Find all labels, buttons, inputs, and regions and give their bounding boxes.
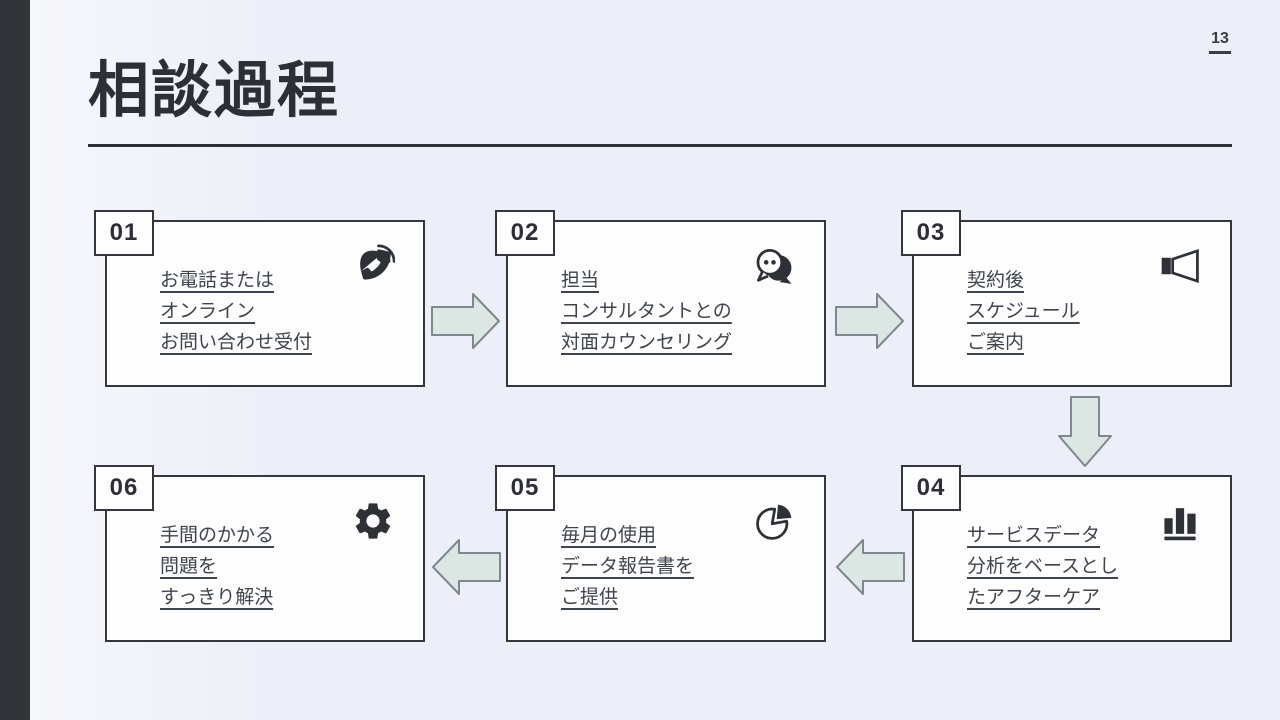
step-text: 契約後 スケジュール ご案内	[967, 265, 1216, 358]
step-text-line: お電話または	[160, 270, 275, 291]
step-number-badge: 02	[495, 210, 555, 256]
flow-arrow-left-05-06	[431, 538, 501, 596]
step-text-line: オンライン	[160, 301, 256, 322]
step-text: 担当 コンサルタントとの 対面カウンセリング	[561, 265, 810, 358]
step-number-badge: 06	[94, 465, 154, 511]
pie-chart-icon	[752, 499, 796, 543]
page-number-block: 13	[1204, 30, 1236, 54]
process-step-04: 04 サービスデータ 分析をベースとし たアフターケア	[901, 465, 1232, 642]
step-text: サービスデータ 分析をベースとし たアフターケア	[967, 520, 1216, 613]
page-title: 相談過程	[88, 56, 341, 124]
bar-chart-icon	[1158, 499, 1202, 543]
step-text-line: 手間のかかる	[160, 525, 275, 546]
flow-arrow-down-03-04	[1057, 396, 1113, 468]
gear-icon	[351, 499, 395, 543]
step-number-badge: 03	[901, 210, 961, 256]
flow-arrow-left-04-05	[835, 538, 905, 596]
step-number-badge: 05	[495, 465, 555, 511]
step-text: 手間のかかる 問題を すっきり解決	[160, 520, 409, 613]
step-text-line: コンサルタントとの	[561, 301, 732, 322]
step-text-line: 分析をベースとし	[967, 556, 1119, 577]
chat-bubble-icon	[752, 244, 796, 288]
step-text-line: すっきり解決	[160, 587, 274, 608]
title-underline	[88, 144, 1232, 147]
step-number-badge: 04	[901, 465, 961, 511]
step-text-line: ご案内	[967, 332, 1025, 353]
step-text-line: お問い合わせ受付	[160, 332, 313, 353]
left-accent-bar	[0, 0, 30, 720]
step-text: 毎月の使用 データ報告書を ご提供	[561, 520, 810, 613]
step-text-line: 毎月の使用	[561, 525, 657, 546]
step-text-line: スケジュール	[967, 301, 1080, 322]
page-number-underline	[1209, 51, 1231, 54]
step-text-line: たアフターケア	[967, 587, 1101, 608]
process-step-05: 05 毎月の使用 データ報告書を ご提供	[495, 465, 826, 642]
process-step-01: 01 お電話または オンライン お問い合わせ受付	[94, 210, 425, 387]
process-step-06: 06 手間のかかる 問題を すっきり解決	[94, 465, 425, 642]
step-text-line: 問題を	[160, 556, 218, 577]
step-text-line: サービスデータ	[967, 525, 1101, 546]
phone-volume-icon	[351, 244, 395, 288]
megaphone-icon	[1158, 244, 1202, 288]
process-step-03: 03 契約後 スケジュール ご案内	[901, 210, 1232, 387]
step-text-line: 対面カウンセリング	[561, 332, 733, 353]
step-text-line: ご提供	[561, 587, 619, 608]
flow-arrow-right-02-03	[835, 292, 905, 350]
step-text-line: データ報告書を	[561, 556, 695, 577]
process-step-02: 02 担当 コンサルタントとの 対面カウンセリング	[495, 210, 826, 387]
page-number: 13	[1211, 30, 1229, 47]
flow-arrow-right-01-02	[431, 292, 501, 350]
step-text: お電話または オンライン お問い合わせ受付	[160, 265, 409, 358]
step-number-badge: 01	[94, 210, 154, 256]
step-text-line: 担当	[561, 270, 600, 291]
step-text-line: 契約後	[967, 270, 1025, 291]
